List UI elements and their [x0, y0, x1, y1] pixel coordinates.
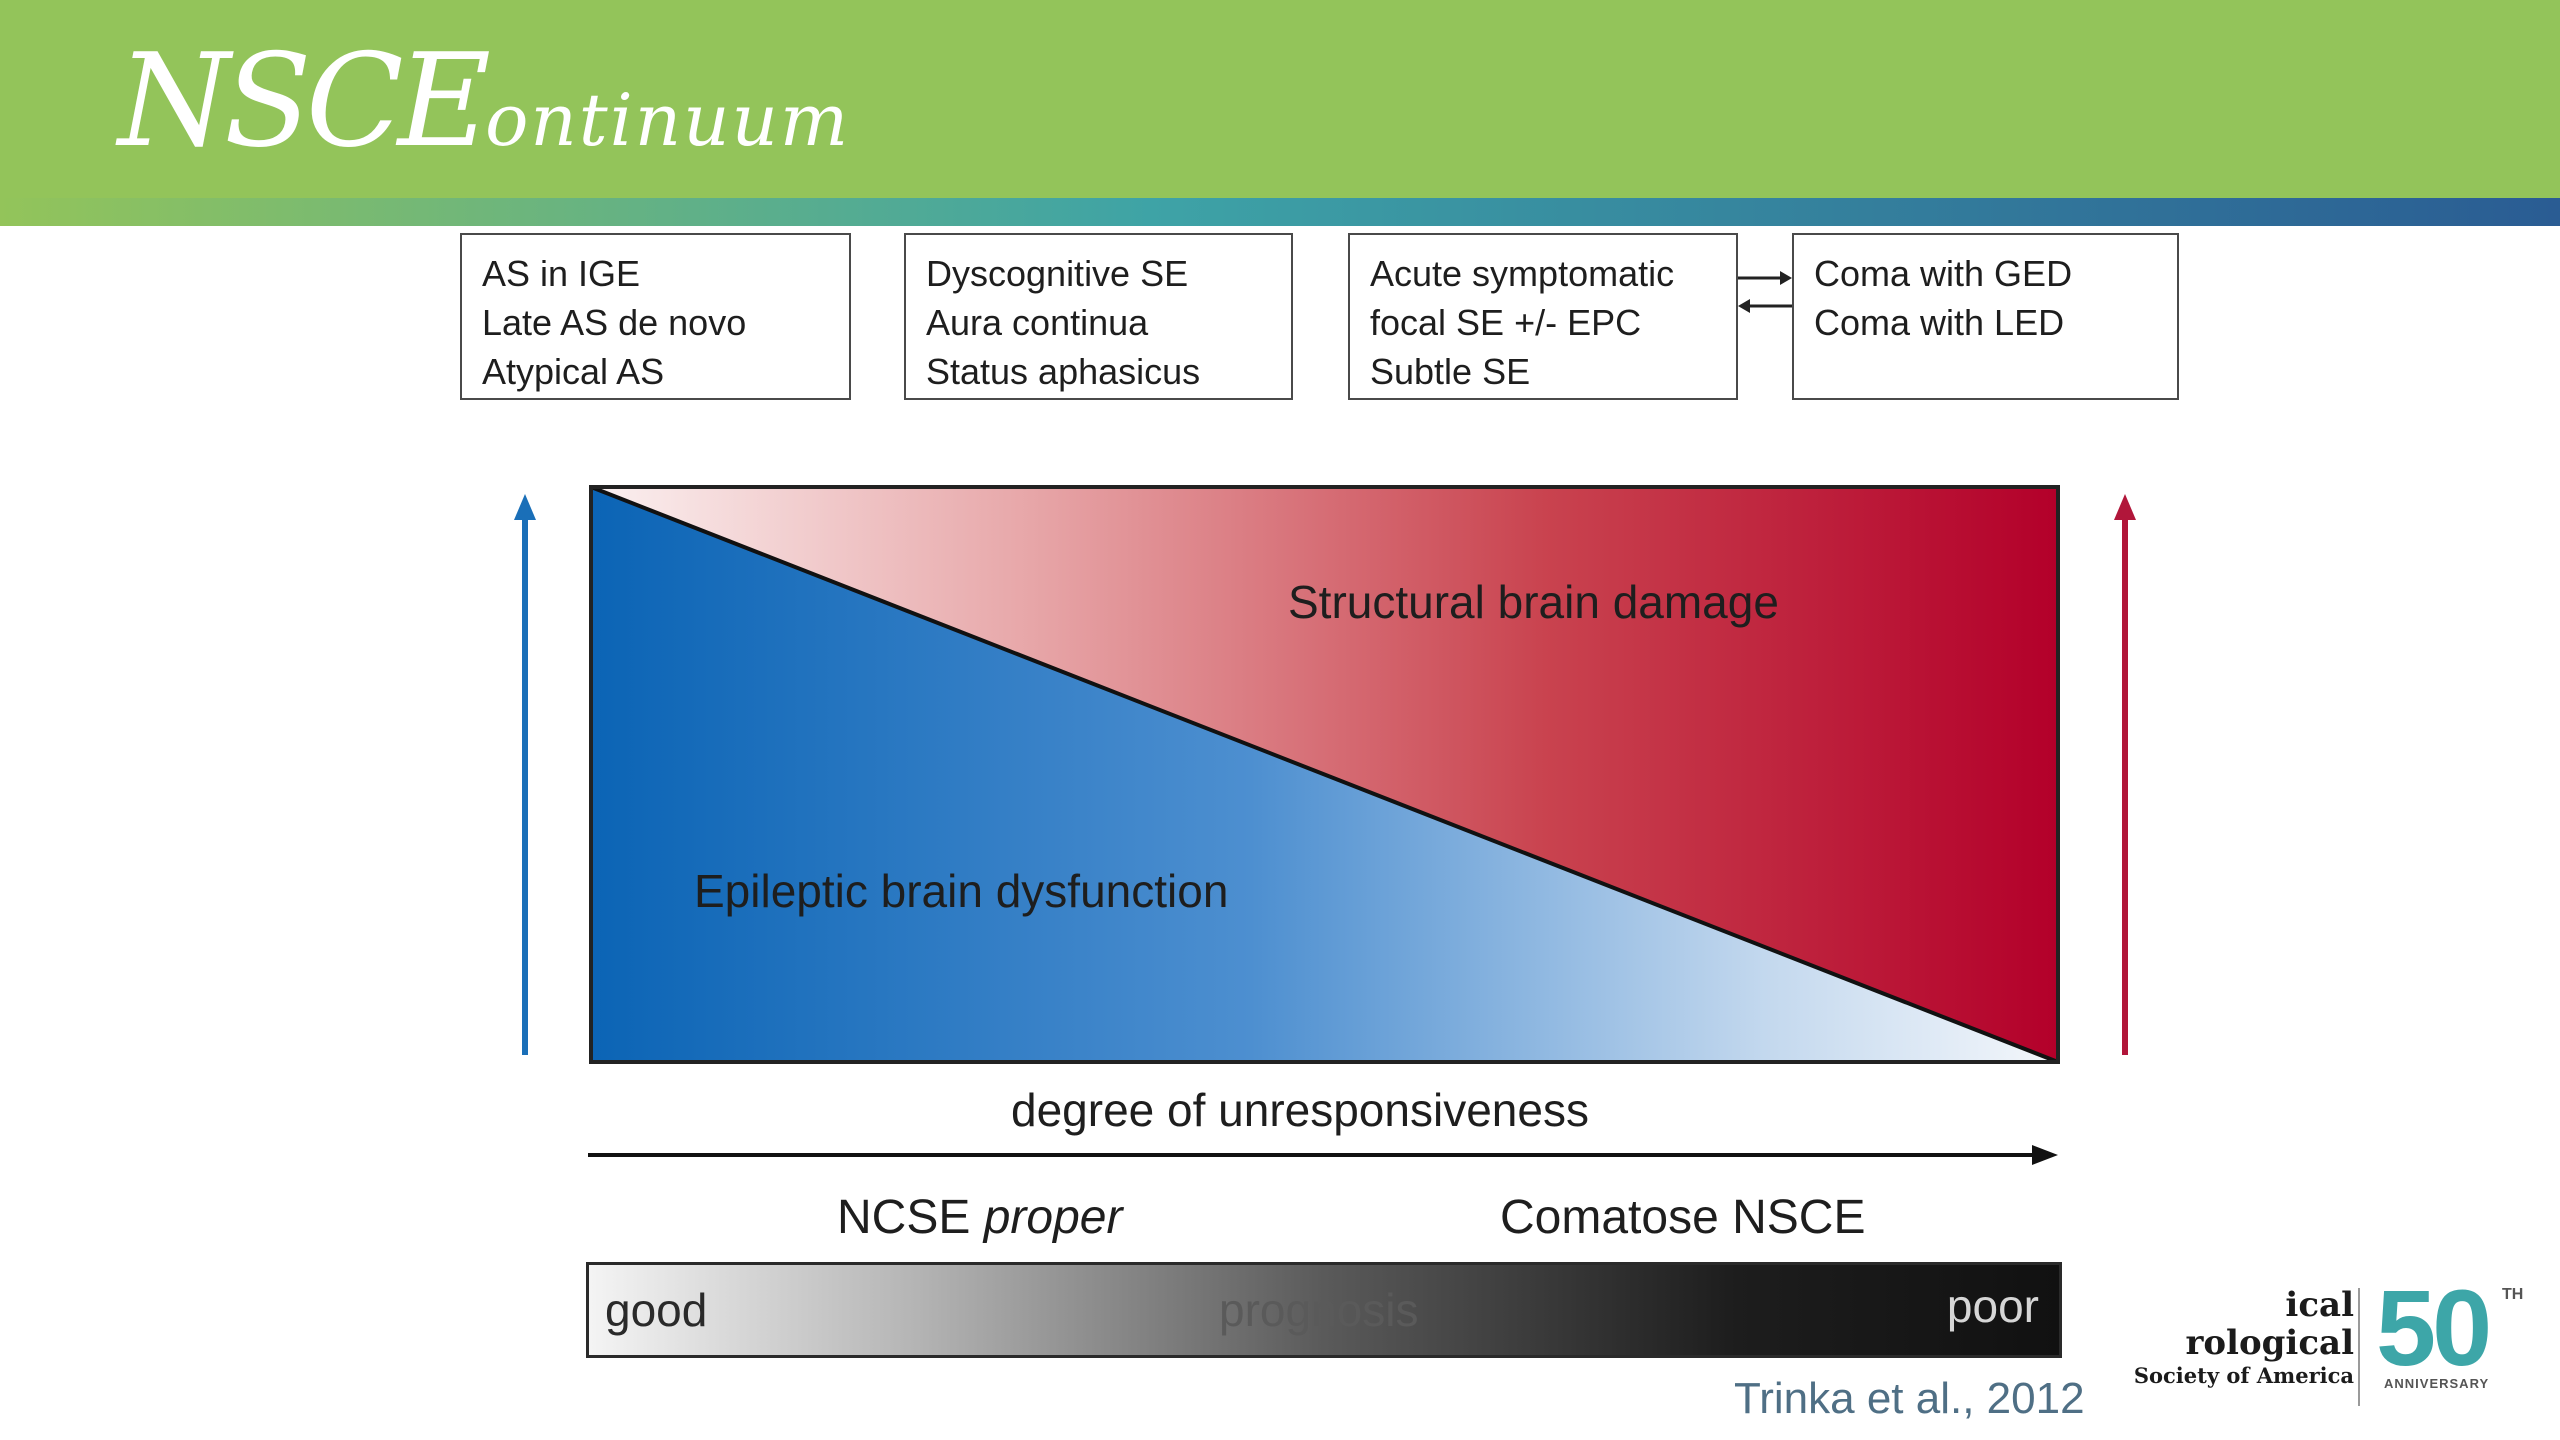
box-line: Aura continua: [926, 302, 1149, 343]
slide-title: NSCEontinuum: [118, 38, 850, 166]
logo-line1: ical: [2285, 1285, 2354, 1325]
logo-line3: Society of America: [2133, 1363, 2354, 1388]
header-banner: [0, 0, 2560, 198]
box-line: Late AS de novo: [482, 302, 747, 343]
diagram-frame: [589, 485, 2060, 1064]
prognosis-good-label: good: [605, 1284, 708, 1336]
box-line: focal SE +/- EPC: [1370, 302, 1642, 343]
arrow-right-head: [1780, 271, 1792, 285]
axis-label: degree of unresponsiveness: [1011, 1084, 1589, 1136]
logo-50: 50: [2376, 1267, 2492, 1388]
logo-line2: rological: [2185, 1323, 2354, 1363]
logo-divider: [2358, 1288, 2360, 1406]
proper-label: proper: [983, 1191, 1123, 1244]
epileptic-dysfunction-label: Epileptic brain dysfunction: [694, 865, 1229, 917]
title-initials: NSCE: [118, 27, 491, 176]
box-line: Coma with GED: [1814, 253, 2073, 294]
title-rest: ontinuum: [485, 78, 851, 162]
box-line: Atypical AS: [482, 351, 665, 392]
logo-text: ical rological Society of America: [2134, 1286, 2354, 1390]
box-line: Coma with LED: [1814, 302, 2065, 343]
category-box-coma: Coma with GED Coma with LED: [1792, 233, 2179, 400]
prognosis-label: prognosis: [1219, 1284, 1419, 1336]
diagonal-divider: [590, 485, 2059, 1064]
arrow-left-head: [1738, 299, 1750, 313]
ncse-proper-label: NCSE proper: [837, 1190, 1122, 1245]
citation: Trinka et al., 2012: [1734, 1374, 2085, 1423]
box-line: Acute symptomatic: [1370, 253, 1675, 294]
left-arrow-head: [514, 494, 536, 520]
logo-th: TH: [2502, 1286, 2524, 1303]
right-arrow-head: [2114, 494, 2136, 520]
structural-damage-label: Structural brain damage: [1288, 576, 1779, 628]
category-box-acute-symptomatic: Acute symptomatic focal SE +/- EPC Subtl…: [1348, 233, 1738, 400]
box-line: Dyscognitive SE: [926, 253, 1189, 294]
box-line: AS in IGE: [482, 253, 641, 294]
box-line: Status aphasicus: [926, 351, 1201, 392]
box-line: Subtle SE: [1370, 351, 1531, 392]
category-box-dyscognitive: Dyscognitive SE Aura continua Status aph…: [904, 233, 1293, 400]
logo-anniversary: ANNIVERSARY: [2384, 1376, 2490, 1391]
comatose-label: Comatose NSCE: [1500, 1191, 1866, 1244]
category-box-absence: AS in IGE Late AS de novo Atypical AS: [460, 233, 851, 400]
society-logo: ical rological Society of America 50 TH …: [2100, 1274, 2540, 1410]
ncse-label: NCSE: [837, 1191, 971, 1244]
prognosis-bar: good prognosis poor: [586, 1262, 2062, 1358]
header-gradient-stripe: [0, 198, 2560, 226]
prognosis-poor-label: poor: [1946, 1280, 2039, 1332]
axis-arrow-head: [2032, 1145, 2058, 1165]
